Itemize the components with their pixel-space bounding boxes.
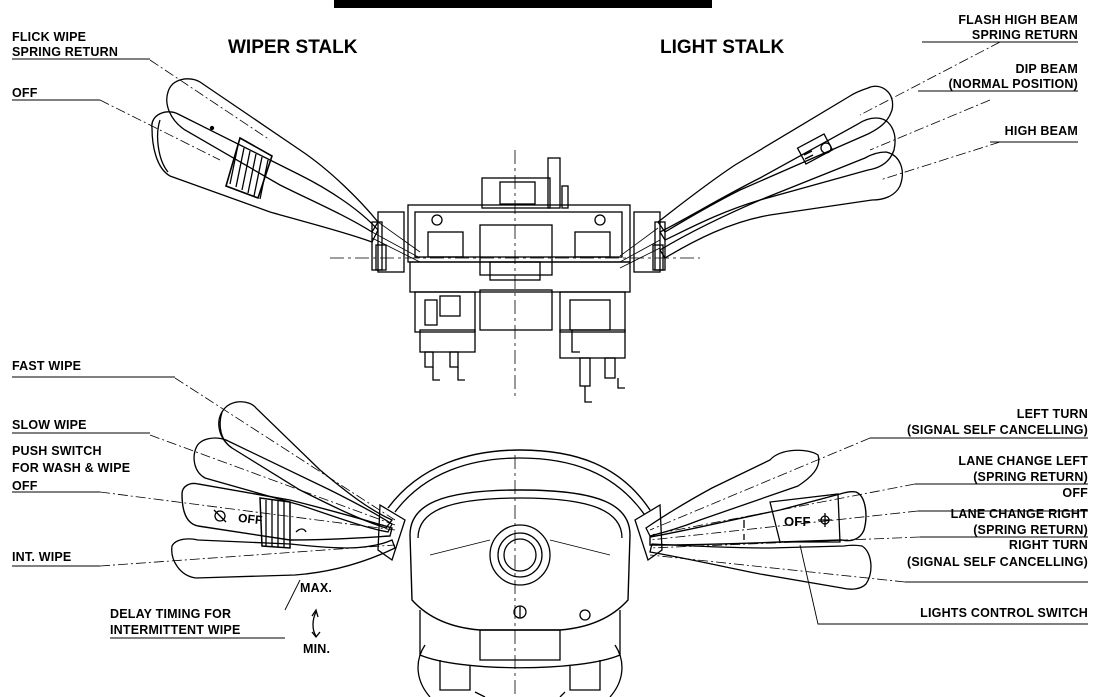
label-slow-wipe: SLOW WIPE — [12, 418, 87, 432]
label-lane-change-right: LANE CHANGE RIGHT — [950, 507, 1088, 521]
label-flick-wipe: FLICK WIPE — [12, 30, 87, 44]
label-right-turn: RIGHT TURN — [1008, 538, 1088, 552]
label-right-turn-cancel: (SIGNAL SELF CANCELLING) — [907, 555, 1088, 569]
label-high-beam: HIGH BEAM — [1004, 124, 1078, 138]
label-min: MIN. — [303, 642, 331, 656]
label-lights-control-switch: LIGHTS CONTROL SWITCH — [920, 606, 1088, 620]
label-int-wipe: INT. WIPE — [12, 550, 72, 564]
heading-wiper-stalk: WIPER STALK — [228, 37, 358, 58]
label-lane-change-left: LANE CHANGE LEFT — [958, 454, 1088, 468]
label-left-turn: LEFT TURN — [1016, 407, 1088, 421]
lights-control-leader — [799, 544, 870, 625]
label-off-top: OFF — [12, 86, 38, 100]
label-dip-beam: DIP BEAM — [1015, 62, 1078, 76]
leader-lines-bottom — [99, 377, 921, 583]
title-bar — [334, 0, 712, 8]
label-push-switch: PUSH SWITCH — [12, 444, 102, 458]
label-light-off: OFF — [1062, 486, 1088, 500]
label-flash-spring-return: SPRING RETURN — [971, 28, 1078, 42]
label-fast-wipe: FAST WIPE — [12, 359, 82, 373]
label-underlines-top — [12, 41, 1078, 143]
leader-lines-top — [99, 41, 1001, 181]
label-intermittent-wipe: INTERMITTENT WIPE — [110, 623, 241, 637]
label-lane-right-spring: (SPRING RETURN) — [973, 523, 1088, 537]
steering-assembly-bottom — [377, 449, 663, 697]
label-dip-normal-position: (NORMAL POSITION) — [948, 77, 1078, 91]
switch-body-top — [330, 150, 700, 403]
light-stalk-top — [619, 85, 903, 269]
label-flash-high-beam: FLASH HIGH BEAM — [958, 13, 1078, 27]
light-stalk-off-marking: OFF — [784, 514, 811, 529]
wiper-stalk-bottom — [171, 401, 396, 639]
label-left-turn-cancel: (SIGNAL SELF CANCELLING) — [907, 423, 1088, 437]
wiper-stalk-top — [151, 78, 421, 263]
label-underlines-bottom — [12, 376, 1088, 639]
wiper-stalk-off-marking: OFF — [237, 510, 264, 528]
label-flick-wipe-spring: SPRING RETURN — [12, 45, 119, 59]
label-wash-wipe: FOR WASH & WIPE — [12, 461, 131, 475]
label-lane-left-spring: (SPRING RETURN) — [973, 470, 1088, 484]
label-delay-timing: DELAY TIMING FOR — [110, 607, 232, 621]
heading-light-stalk: LIGHT STALK — [660, 37, 785, 58]
label-max: MAX. — [300, 581, 333, 595]
delay-leader — [284, 579, 301, 611]
label-off-bottom: OFF — [12, 479, 38, 493]
